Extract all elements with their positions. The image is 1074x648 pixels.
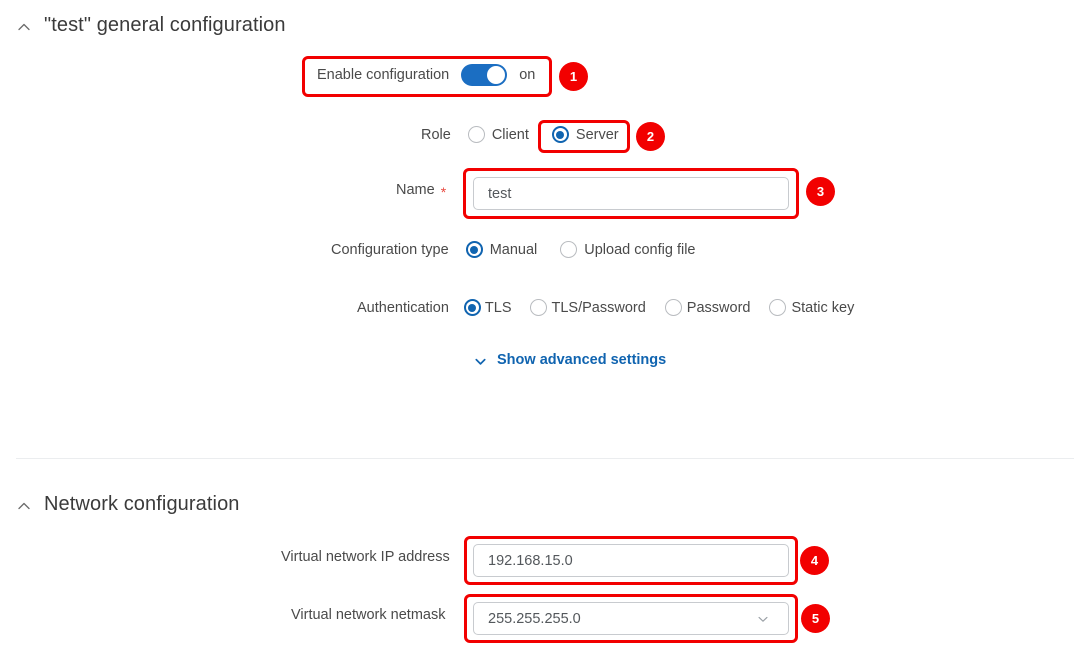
radio-circle[interactable] (467, 126, 485, 143)
virtual-network-ip-row: Virtual network IP address (281, 549, 450, 565)
name-row: Name * (396, 182, 447, 200)
radio-circle[interactable] (664, 299, 682, 316)
radio-circle[interactable] (769, 299, 787, 316)
toggle-state-label: on (519, 67, 536, 83)
configuration-type-row: Configuration type Manual Upload config … (331, 241, 696, 258)
name-label: Name (396, 182, 435, 198)
chevron-up-icon (16, 19, 32, 35)
toggle-knob (487, 66, 506, 84)
radio-circle[interactable] (465, 241, 483, 258)
required-asterisk: * (440, 184, 447, 200)
section-header-network[interactable]: Network configuration (16, 493, 240, 516)
role-client-radio[interactable]: Client (467, 126, 529, 143)
authentication-label: Authentication (357, 299, 449, 316)
configuration-type-upload-radio[interactable]: Upload config file (560, 241, 696, 258)
toggle-switch[interactable] (461, 64, 508, 86)
netmask-selected-value: 255.255.255.0 (488, 610, 581, 627)
radio-circle[interactable] (551, 126, 569, 143)
virtual-network-netmask-label: Virtual network netmask (291, 607, 446, 623)
authentication-tls-password-radio[interactable]: TLS/Password (529, 299, 646, 316)
annotation-badge-3: 3 (806, 177, 835, 206)
role-row: Role Client Server (421, 126, 619, 143)
authentication-static-key-label: Static key (791, 299, 855, 316)
authentication-tls-label: TLS (484, 299, 512, 316)
role-radio-group: Client Server (467, 126, 619, 143)
authentication-radio-group: TLS TLS/Password Password Static key (463, 299, 854, 316)
annotation-badge-5: 5 (801, 604, 830, 633)
role-label: Role (421, 126, 451, 143)
configuration-type-label: Configuration type (331, 241, 449, 258)
authentication-password-label: Password (686, 299, 751, 316)
authentication-row: Authentication TLS TLS/Password Password… (357, 299, 854, 316)
authentication-static-key-radio[interactable]: Static key (769, 299, 854, 316)
role-client-label: Client (491, 126, 529, 143)
radio-circle[interactable] (463, 299, 481, 316)
annotation-badge-2: 2 (636, 122, 665, 151)
role-server-radio[interactable]: Server (551, 126, 619, 143)
show-advanced-settings-link[interactable]: Show advanced settings (473, 352, 666, 368)
virtual-network-ip-input[interactable]: 192.168.15.0 (473, 544, 789, 577)
section-header-general[interactable]: "test" general configuration (16, 14, 286, 37)
configuration-type-manual-label: Manual (489, 241, 538, 258)
radio-circle[interactable] (529, 299, 547, 316)
configuration-type-manual-radio[interactable]: Manual (465, 241, 538, 258)
authentication-tls-radio[interactable]: TLS (463, 299, 512, 316)
section-title-network: Network configuration (44, 493, 240, 515)
virtual-network-ip-label: Virtual network IP address (281, 549, 450, 565)
annotation-badge-1: 1 (559, 62, 588, 91)
annotation-badge-4: 4 (800, 546, 829, 575)
section-title-general: "test" general configuration (44, 14, 286, 36)
chevron-down-icon[interactable] (756, 612, 770, 626)
virtual-network-netmask-row: Virtual network netmask (291, 607, 445, 623)
configuration-type-radio-group: Manual Upload config file (465, 241, 696, 258)
enable-configuration-label: Enable configuration (317, 67, 450, 83)
name-input[interactable]: test (473, 177, 789, 210)
configuration-type-upload-label: Upload config file (584, 241, 696, 258)
chevron-up-icon (16, 498, 32, 514)
show-advanced-settings-label: Show advanced settings (497, 352, 667, 368)
section-divider (16, 458, 1074, 459)
authentication-tls-password-label: TLS/Password (551, 299, 646, 316)
enable-configuration-toggle[interactable]: Enable configuration on (317, 64, 535, 86)
authentication-password-radio[interactable]: Password (664, 299, 751, 316)
role-server-label: Server (575, 126, 619, 143)
radio-circle[interactable] (560, 241, 578, 258)
virtual-network-netmask-select[interactable]: 255.255.255.0 (473, 602, 789, 635)
chevron-down-icon (473, 354, 488, 369)
enable-configuration-row: Enable configuration on (317, 64, 535, 86)
